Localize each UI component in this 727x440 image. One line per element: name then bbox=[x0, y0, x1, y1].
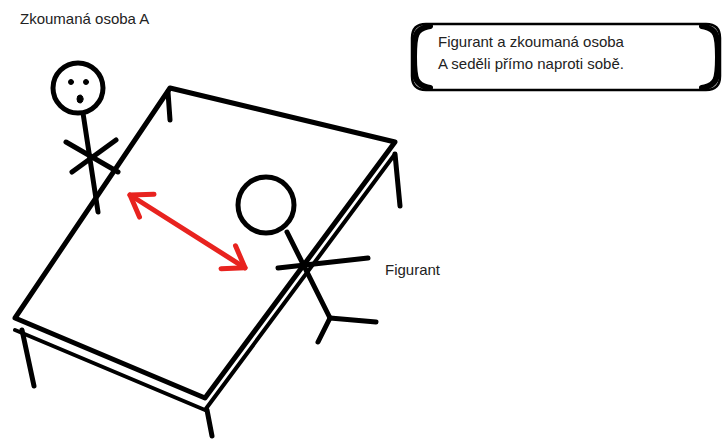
arrow-shaft bbox=[130, 195, 245, 268]
person-label-area: Figurant bbox=[245, 175, 420, 335]
person-label: Zkoumaná osoba A bbox=[20, 8, 190, 30]
bubble-border bbox=[412, 24, 720, 90]
bubble-bracket bbox=[702, 26, 718, 88]
arrow-head bbox=[221, 246, 245, 269]
stick-figure-a bbox=[66, 113, 118, 212]
table-leg bbox=[207, 410, 212, 436]
arrow-head bbox=[130, 194, 154, 217]
table-edge bbox=[15, 154, 395, 410]
table-leg bbox=[22, 330, 34, 386]
table-leg bbox=[395, 154, 400, 206]
note-bubble: Figurant a zkoumaná osoba A seděli přímo… bbox=[410, 22, 722, 92]
table-top bbox=[15, 88, 395, 398]
bubble-bracket bbox=[414, 26, 430, 88]
stick-figure-figurant bbox=[238, 177, 376, 342]
stick-figure-a-head bbox=[53, 63, 103, 113]
person-label: Figurant bbox=[385, 259, 465, 281]
double-arrow bbox=[130, 194, 245, 269]
person-label-area: Zkoumaná osoba A bbox=[15, 5, 180, 195]
table-leg bbox=[168, 92, 170, 120]
note-text: Figurant a zkoumaná osoba A seděli přímo… bbox=[438, 31, 630, 75]
